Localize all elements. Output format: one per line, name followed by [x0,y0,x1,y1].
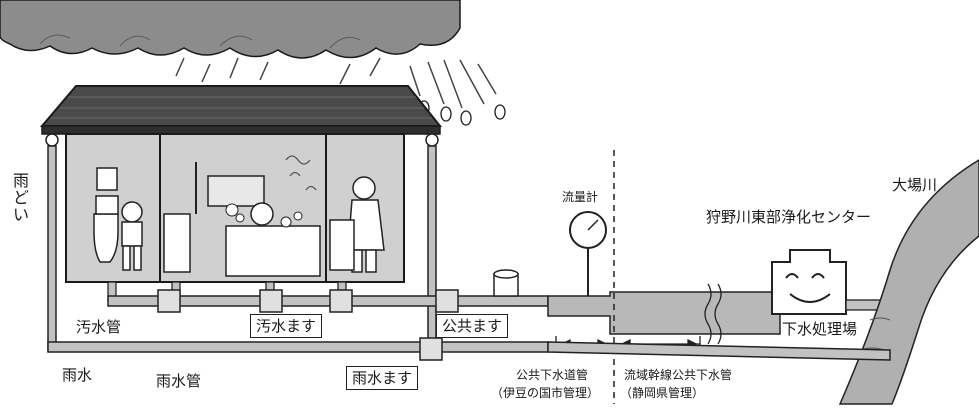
regional-sewer-admin-label: （静岡県管理） [620,386,705,400]
rainwater-pipe-label: 雨水管 [156,372,202,390]
treatment-plant-label: 下水処理場 [782,320,858,338]
treatment-center-label: 狩野川東部浄化センター [706,208,872,226]
gutter-pipe-right [427,145,437,357]
rainwater-basin-label: 雨水ます [346,366,419,390]
river-label: 大場川 [892,176,938,194]
sewage-basin-label: 汚水ます [250,314,323,338]
public-sewer-pipe [547,291,781,335]
gutter-pipe-left [47,145,57,351]
regional-sewer-label: 流域幹線公共下水管 [624,368,733,382]
rainwater-label: 雨水 [62,366,93,384]
sewage-pipe-label: 汚水管 [76,318,122,336]
river [838,159,979,405]
flow-meter-label: 流量計 [562,190,599,204]
house-roof [39,85,443,127]
public-sewer-label: 公共下水道管 [515,368,588,382]
public-basin-label: 公共ます [436,314,509,338]
rain-gutter-label: 雨どい [12,171,29,224]
rainwater-pipe [47,341,549,353]
public-sewer-admin-label: （伊豆の国市管理） [490,386,599,400]
treatment-plant-building [771,249,847,315]
rain-streaks [175,57,497,109]
rain-cloud [0,0,461,59]
